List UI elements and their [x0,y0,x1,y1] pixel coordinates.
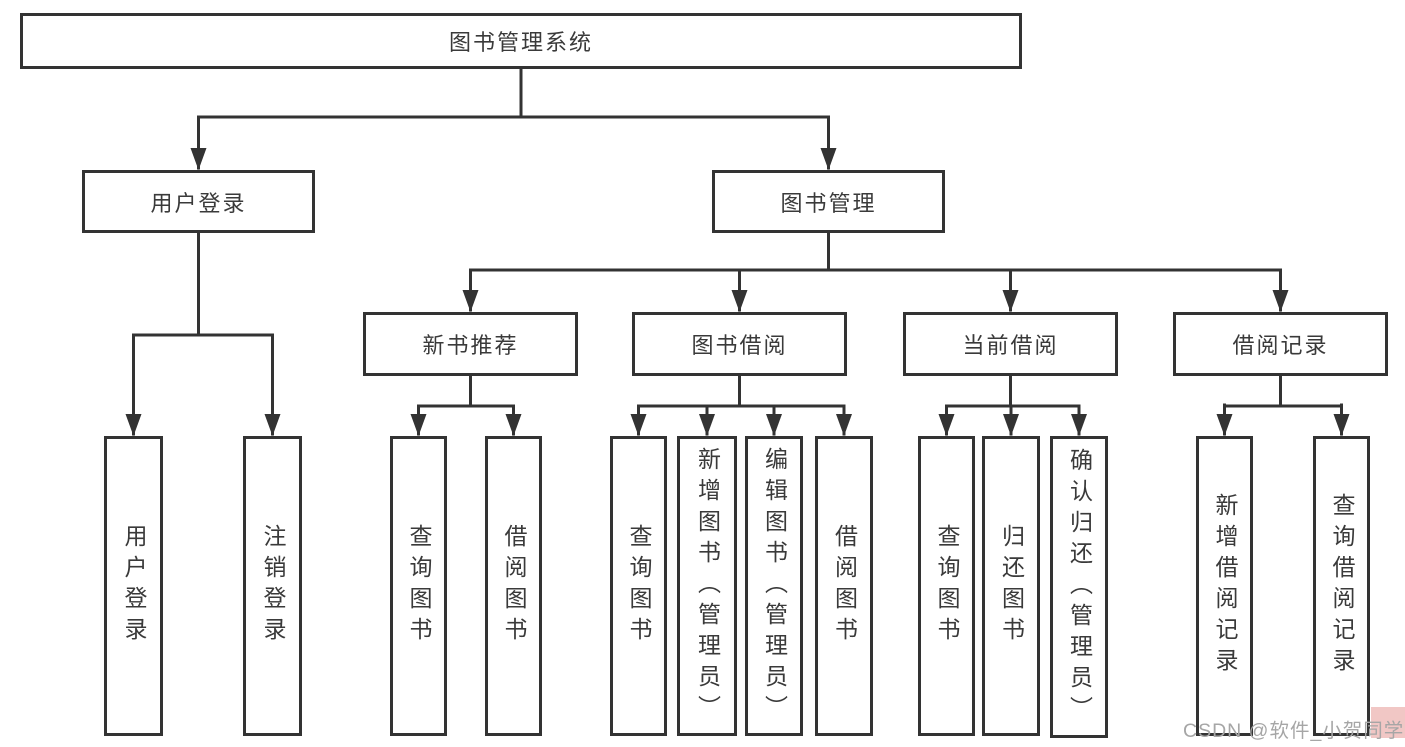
leaf-current-query-books: 查询图书 [918,436,975,736]
node-book-management: 图书管理 [712,170,945,233]
leaf-borrowing-query-books: 查询图书 [610,436,667,736]
leaf-records-add-record: 新增借阅记录 [1196,436,1253,736]
node-book-borrowing: 图书借阅 [632,312,847,376]
watermark-highlight [1371,707,1405,738]
node-borrowing-records: 借阅记录 [1173,312,1388,376]
leaf-borrowing-borrow-books: 借阅图书 [815,436,873,736]
leaf-recommend-query-books: 查询图书 [390,436,447,736]
leaf-borrowing-edit-books-admin: 编辑图书（管理员） [745,436,803,736]
watermark-text: CSDN @软件_小贺同学 [1183,720,1405,742]
node-current-borrowing: 当前借阅 [903,312,1118,376]
node-root: 图书管理系统 [20,13,1022,69]
leaf-user-login: 用户登录 [104,436,163,736]
leaf-records-query-record: 查询借阅记录 [1313,436,1370,736]
leaf-current-return-books: 归还图书 [982,436,1040,736]
node-user-login: 用户登录 [82,170,315,233]
leaf-borrowing-add-books-admin: 新增图书（管理员） [677,436,737,736]
leaf-current-confirm-return-admin: 确认归还（管理员） [1050,436,1108,738]
leaf-logout: 注销登录 [243,436,302,736]
node-new-book-recommend: 新书推荐 [363,312,578,376]
leaf-recommend-borrow-books: 借阅图书 [485,436,542,736]
